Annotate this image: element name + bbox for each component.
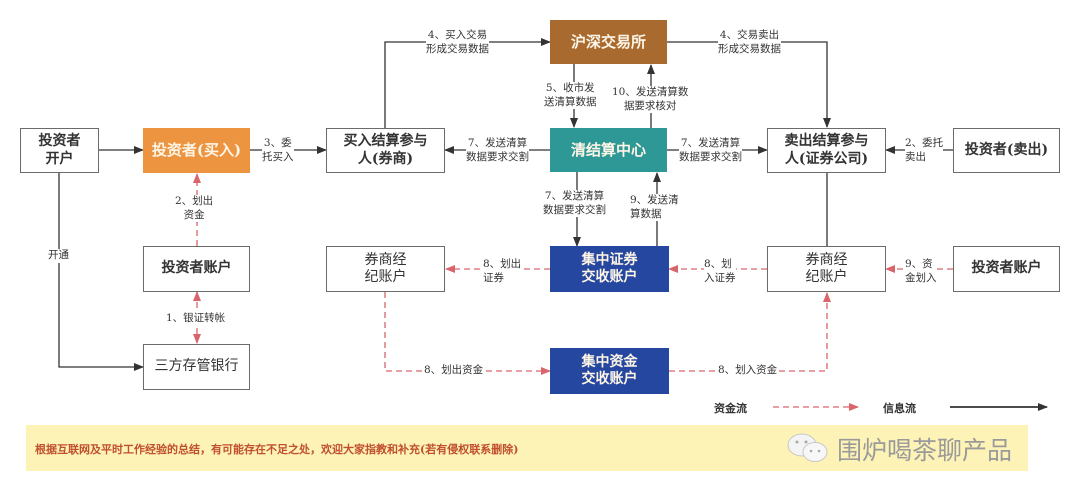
- label-step3: 3、委 托买入: [262, 137, 294, 165]
- node-investor-open: 投资者 开户: [20, 128, 99, 173]
- node-central-securities: 集中证券 交收账户: [550, 246, 669, 292]
- label-step4-buy: 4、买入交易 形成交易数据: [426, 29, 489, 57]
- edge-open-to-bank: [58, 173, 144, 371]
- disclaimer-text: 根据互联网及平时工作经验的总结，有可能存在不足之处，欢迎大家指教和补充(若有侵权…: [35, 443, 519, 456]
- label-step8-out-funds: 8、划出资金: [424, 364, 484, 378]
- watermark-text: 围炉喝茶聊产品: [836, 436, 1012, 465]
- edge-step8-in-funds: [669, 292, 831, 372]
- legend-info-flow-label: 信息流: [883, 402, 916, 415]
- label-step9-funds-in: 9、资 金划入: [905, 258, 937, 286]
- node-buy-participant: 买入结算参与 人(券商): [326, 128, 445, 173]
- label-open-account: 开通: [48, 249, 69, 263]
- node-exchange: 沪深交易所: [550, 20, 667, 64]
- wechat-icon: [785, 432, 831, 466]
- node-investor-account-right: 投资者账户: [953, 246, 1060, 292]
- label-step5: 5、收市发 送清算数据: [544, 82, 597, 110]
- label-step4-sell: 4、交易卖出 形成交易数据: [718, 29, 781, 57]
- label-step8-out-sec: 8、划出 证券: [483, 258, 522, 286]
- label-step7-down: 7、发送清算 数据要求交割: [543, 190, 606, 218]
- node-sell-participant: 卖出结算参与 人(证券公司): [767, 128, 886, 173]
- legend-money-flow-label: 资金流: [714, 402, 747, 415]
- label-step8-in-sec: 8、划 入证券: [704, 258, 736, 286]
- node-custody-bank: 三方存管银行: [143, 344, 250, 390]
- node-investor-account-left: 投资者账户: [143, 246, 250, 292]
- node-broker-account-right: 券商经 纪账户: [767, 246, 886, 292]
- label-step8-in-funds: 8、划入资金: [718, 364, 778, 378]
- watermark: 围炉喝茶聊产品: [785, 431, 1012, 467]
- node-central-funds: 集中资金 交收账户: [550, 348, 669, 394]
- footer-banner: 根据互联网及平时工作经验的总结，有可能存在不足之处，欢迎大家指教和补充(若有侵权…: [26, 425, 1028, 471]
- edge-step4-buy: [384, 38, 551, 128]
- node-investor-buy: 投资者(买入): [143, 128, 250, 173]
- node-clearing-center: 清结算中心: [550, 128, 667, 172]
- edge-step8-out-funds: [384, 292, 551, 375]
- node-broker-account-left: 券商经 纪账户: [326, 246, 445, 292]
- node-investor-sell: 投资者(卖出): [953, 128, 1060, 173]
- label-step2-sell: 2、委托 卖出: [905, 137, 944, 165]
- label-step9-up: 9、发送清 算数据: [630, 194, 679, 222]
- label-step7-right: 7、发送清算 数据要求交割: [679, 137, 742, 165]
- label-step2-funds: 2、划出 资金: [175, 195, 214, 223]
- label-step1: 1、银证转帐: [166, 312, 226, 326]
- label-step7-left: 7、发送清算 数据要求交割: [466, 137, 529, 165]
- label-step10: 10、发送清算数 据要求核对: [612, 86, 689, 114]
